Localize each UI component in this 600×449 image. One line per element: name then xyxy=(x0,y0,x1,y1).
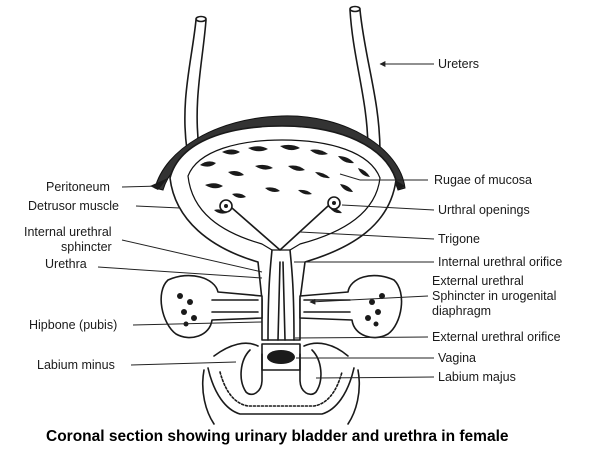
figure-caption: Coronal section showing urinary bladder … xyxy=(46,428,509,445)
label-external-urethral-orifice: External urethral orifice xyxy=(432,330,561,344)
bladder-illustration xyxy=(150,5,406,425)
leader-lines xyxy=(97,61,435,379)
label-internal-urethral-orifice: Internal urethral orifice xyxy=(438,255,562,269)
label-urethral-openings: Urthral openings xyxy=(438,203,530,217)
label-hipbone: Hipbone (pubis) xyxy=(29,318,117,332)
label-peritoneum: Peritoneum xyxy=(46,180,110,194)
mucosa-rugae xyxy=(187,139,381,251)
label-labium-minus: Labium minus xyxy=(37,358,115,372)
label-urethra: Urethra xyxy=(45,257,87,271)
hipbone-right xyxy=(299,274,403,339)
label-internal-urethral-sphincter-line1: Internal urethral xyxy=(24,225,112,239)
urethra-drawing xyxy=(267,249,295,341)
label-trigone: Trigone xyxy=(438,232,480,246)
label-ureters: Ureters xyxy=(438,57,479,71)
label-labium-majus: Labium majus xyxy=(438,370,516,384)
label-external-sphincter-line1: External urethral xyxy=(432,274,524,288)
label-external-sphincter-line2: Sphincter in urogenital xyxy=(432,289,556,303)
label-internal-urethral-sphincter-line2: sphincter xyxy=(61,240,112,254)
hipbone-left xyxy=(160,274,263,339)
label-detrusor-muscle: Detrusor muscle xyxy=(28,199,119,213)
label-vagina: Vagina xyxy=(438,351,476,365)
label-rugae-of-mucosa: Rugae of mucosa xyxy=(434,173,532,187)
label-external-sphincter-line3: diaphragm xyxy=(432,304,491,318)
external-genitalia xyxy=(201,342,361,425)
ureters-drawing xyxy=(184,5,381,153)
